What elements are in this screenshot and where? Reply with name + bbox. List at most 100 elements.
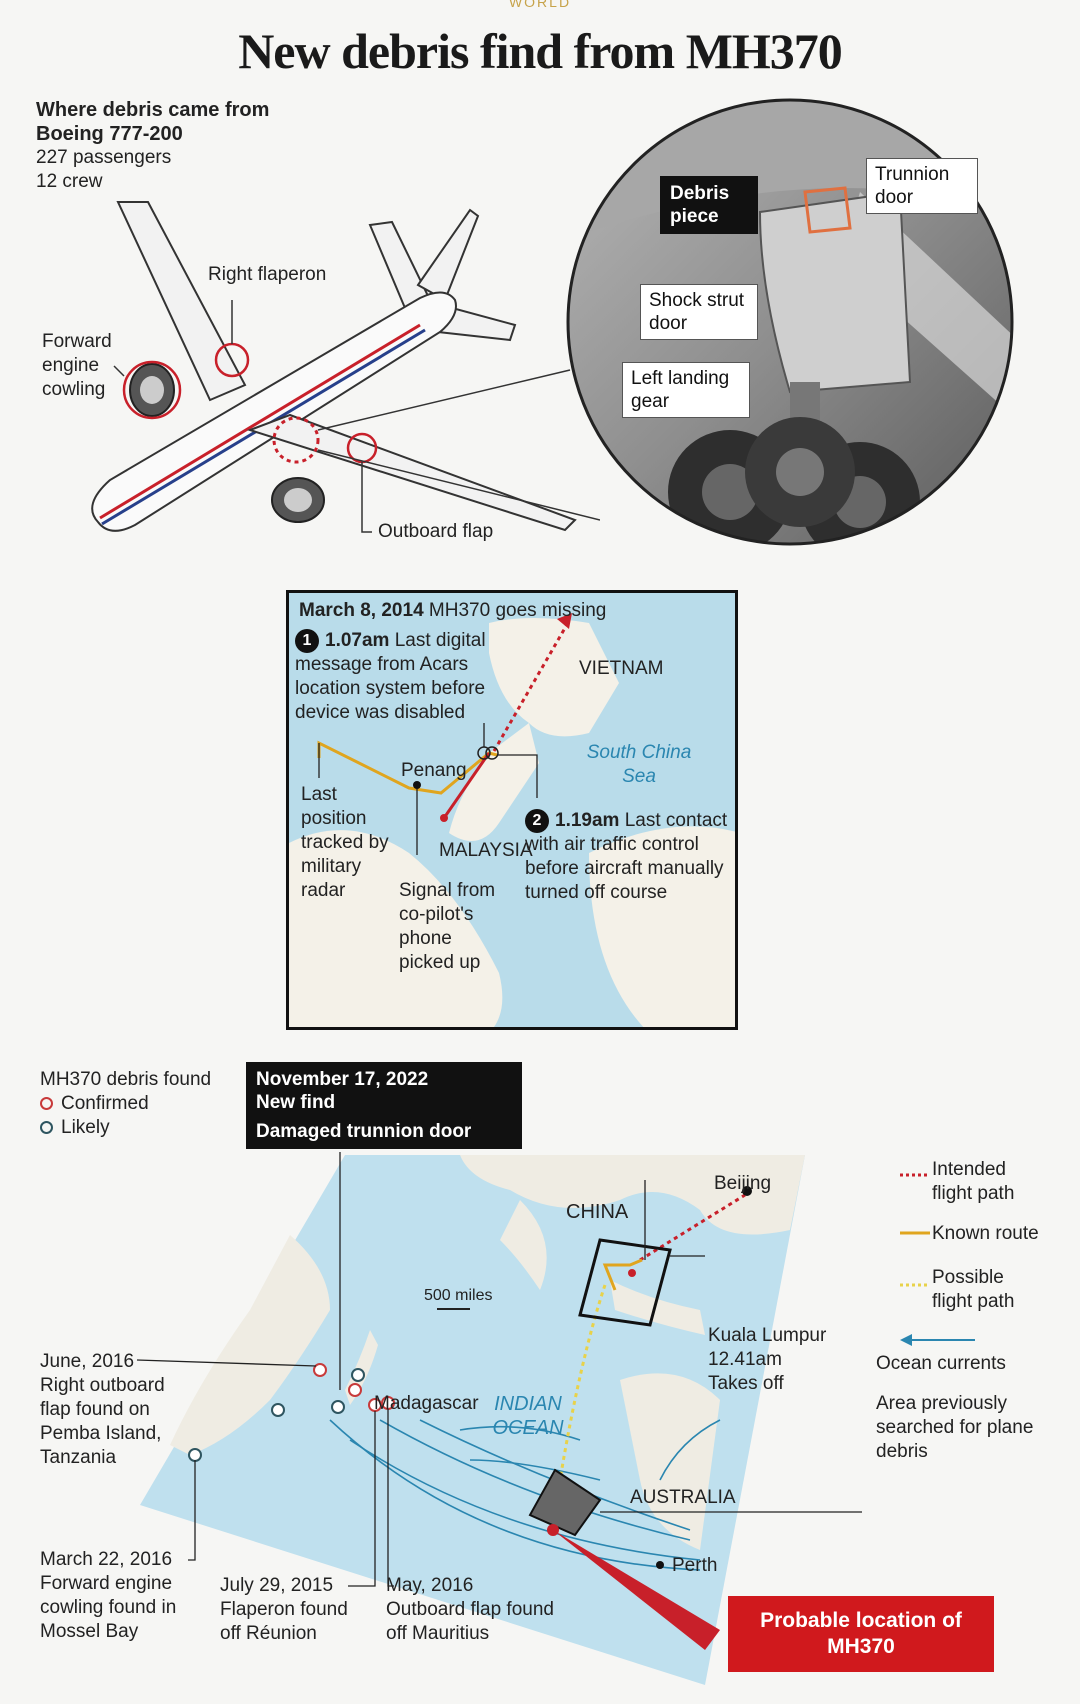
section-tag: WORLD — [508, 0, 572, 10]
intended-path-line — [492, 620, 571, 752]
legend-area-searched-label: Area previously searched for plane debri… — [876, 1393, 1034, 1462]
find-likely-2-icon — [331, 1400, 345, 1414]
event1-badge: 1 — [295, 629, 319, 653]
new-find-item: Damaged trunnion door — [256, 1121, 472, 1142]
march-2016-leader — [188, 1460, 196, 1561]
find-may-2016-date: May, 2016 — [386, 1575, 474, 1596]
rear-engine-intake — [284, 488, 312, 512]
malay-peninsula — [449, 723, 539, 841]
shock-strut-door-panel — [758, 190, 912, 394]
label-scale: 500 miles — [424, 1287, 493, 1304]
photo-zoom-leader-bottom — [317, 449, 600, 521]
aircraft-info: Where debris came from Boeing 777-200 22… — [36, 98, 269, 194]
vertical-stabilizer — [416, 208, 480, 302]
find-march-2016-text: Forward engine cowling found in Mossel B… — [40, 1573, 177, 1642]
debris-map-graphic — [136, 1152, 975, 1685]
perth-dot — [656, 1561, 664, 1569]
legend-currents-label: Ocean currents — [876, 1353, 1006, 1374]
kuala-lumpur-dot-2 — [628, 1269, 636, 1277]
label-forward-engine-cowling: Forward engine cowling — [42, 331, 112, 400]
cowling-leader — [113, 365, 125, 377]
current-line-5 — [469, 1459, 601, 1481]
find-march-2016: March 22, 2016 Forward engine cowling fo… — [40, 1548, 200, 1644]
bottom-wing — [246, 413, 577, 532]
label-indian-ocean: INDIAN OCEAN — [492, 1393, 564, 1439]
label-last-position: Last position tracked by military radar — [301, 784, 389, 901]
label-signal: Signal from co-pilot's phone picked up — [399, 880, 496, 973]
label-right-flaperon: Right flaperon — [208, 264, 327, 285]
red-route-line — [442, 752, 491, 819]
probable-location-pointer — [553, 1530, 720, 1650]
cowling-highlight-icon — [122, 360, 182, 420]
may-2016-leader — [387, 1409, 394, 1587]
event1-text: Last digital message from Acars location… — [295, 630, 486, 723]
find-june-2016-icon — [313, 1363, 327, 1377]
label-perth: Perth — [672, 1555, 718, 1576]
july-2015-leader — [348, 1411, 376, 1587]
find-july-2015: July 29, 2015 Flaperon found off Réunion — [220, 1574, 360, 1646]
find-new-trunnion-icon — [348, 1383, 362, 1397]
event2-leader — [497, 754, 538, 798]
map1-headline: MH370 goes missing — [428, 600, 607, 621]
aircraft-crew: 12 crew — [36, 171, 103, 192]
kuala-lumpur-label: Kuala Lumpur 12.41am Takes off — [708, 1324, 826, 1396]
label-vietnam: VIETNAM — [579, 658, 664, 679]
aircraft-heading: Where debris came from — [36, 99, 270, 121]
aircraft-model: Boeing 777-200 — [36, 123, 183, 145]
callout-shock-strut-door: Shock strut door — [640, 284, 758, 340]
photo-zoom-leader-top — [317, 369, 571, 431]
borneo-land — [589, 826, 735, 1027]
label-madagascar: Madagascar — [374, 1393, 479, 1414]
callout-trunnion-door: Trunnion door — [866, 158, 978, 214]
event2-text: Last contact with air traffic control be… — [525, 810, 728, 903]
trunnion-door-outline — [803, 186, 852, 234]
label-kuala-lumpur: Kuala Lumpur — [708, 1325, 827, 1346]
find-march-2016-date: March 22, 2016 — [40, 1549, 173, 1570]
current-line-1 — [349, 1439, 701, 1561]
find-may-2016-text: Outboard flap found off Mauritius — [386, 1599, 554, 1644]
event1-time: 1.07am — [325, 630, 390, 651]
legend-intended-label: Intended flight path — [932, 1159, 1015, 1204]
debris-legend: MH370 debris found Confirmed Likely — [40, 1068, 211, 1140]
intended-path-arrow-icon — [557, 613, 572, 629]
current-line-4 — [419, 1419, 691, 1531]
kuala-lumpur-dot — [440, 814, 448, 822]
aircraft-illustration — [91, 201, 600, 533]
legend-possible-label: Possible flight path — [932, 1267, 1015, 1312]
label-kl-takeoff: Takes off — [708, 1373, 784, 1394]
known-route-path — [602, 1258, 643, 1291]
find-may-2016: May, 2016 Outboard flap found off Maurit… — [386, 1574, 576, 1646]
legend-currents-arrow-icon — [900, 1334, 912, 1346]
event2-badge: 2 — [525, 809, 549, 833]
tail-fin — [368, 220, 432, 310]
possible-flight-path — [558, 1284, 607, 1481]
indonesia-land — [610, 1280, 705, 1335]
legend-confirmed-icon — [40, 1097, 53, 1111]
legend-likely-label: Likely — [61, 1117, 110, 1138]
find-july-2015-date: July 29, 2015 — [220, 1575, 334, 1596]
event1: 1 1.07am Last digital message from Acars … — [295, 629, 535, 725]
penang-dot — [413, 781, 421, 789]
label-kl-time: 12.41am — [708, 1349, 782, 1370]
new-find-date: November 17, 2022 — [256, 1069, 429, 1090]
label-beijing: Beijing — [714, 1173, 772, 1194]
find-july-2015-text: Flaperon found off Réunion — [220, 1599, 348, 1644]
find-likely-3-icon — [271, 1403, 285, 1417]
label-china: CHINA — [566, 1201, 629, 1223]
search-area-icon — [528, 1468, 602, 1537]
current-line-7 — [659, 1419, 721, 1481]
waypoint-2-icon — [485, 746, 499, 760]
june-2016-leader — [136, 1359, 317, 1367]
engine-intake — [140, 376, 164, 404]
outboard-flap-leader — [361, 462, 372, 533]
legend-likely-icon — [40, 1121, 53, 1135]
legend-likely-row: Likely — [40, 1116, 211, 1140]
label-malaysia: MALAYSIA — [439, 840, 533, 861]
landing-gear-highlight-icon — [272, 416, 320, 464]
legend-confirmed-label: Confirmed — [61, 1093, 149, 1114]
find-june-2016-date: June, 2016 — [40, 1351, 135, 1372]
current-line-3 — [379, 1419, 691, 1541]
legend-confirmed-row: Confirmed — [40, 1092, 211, 1116]
